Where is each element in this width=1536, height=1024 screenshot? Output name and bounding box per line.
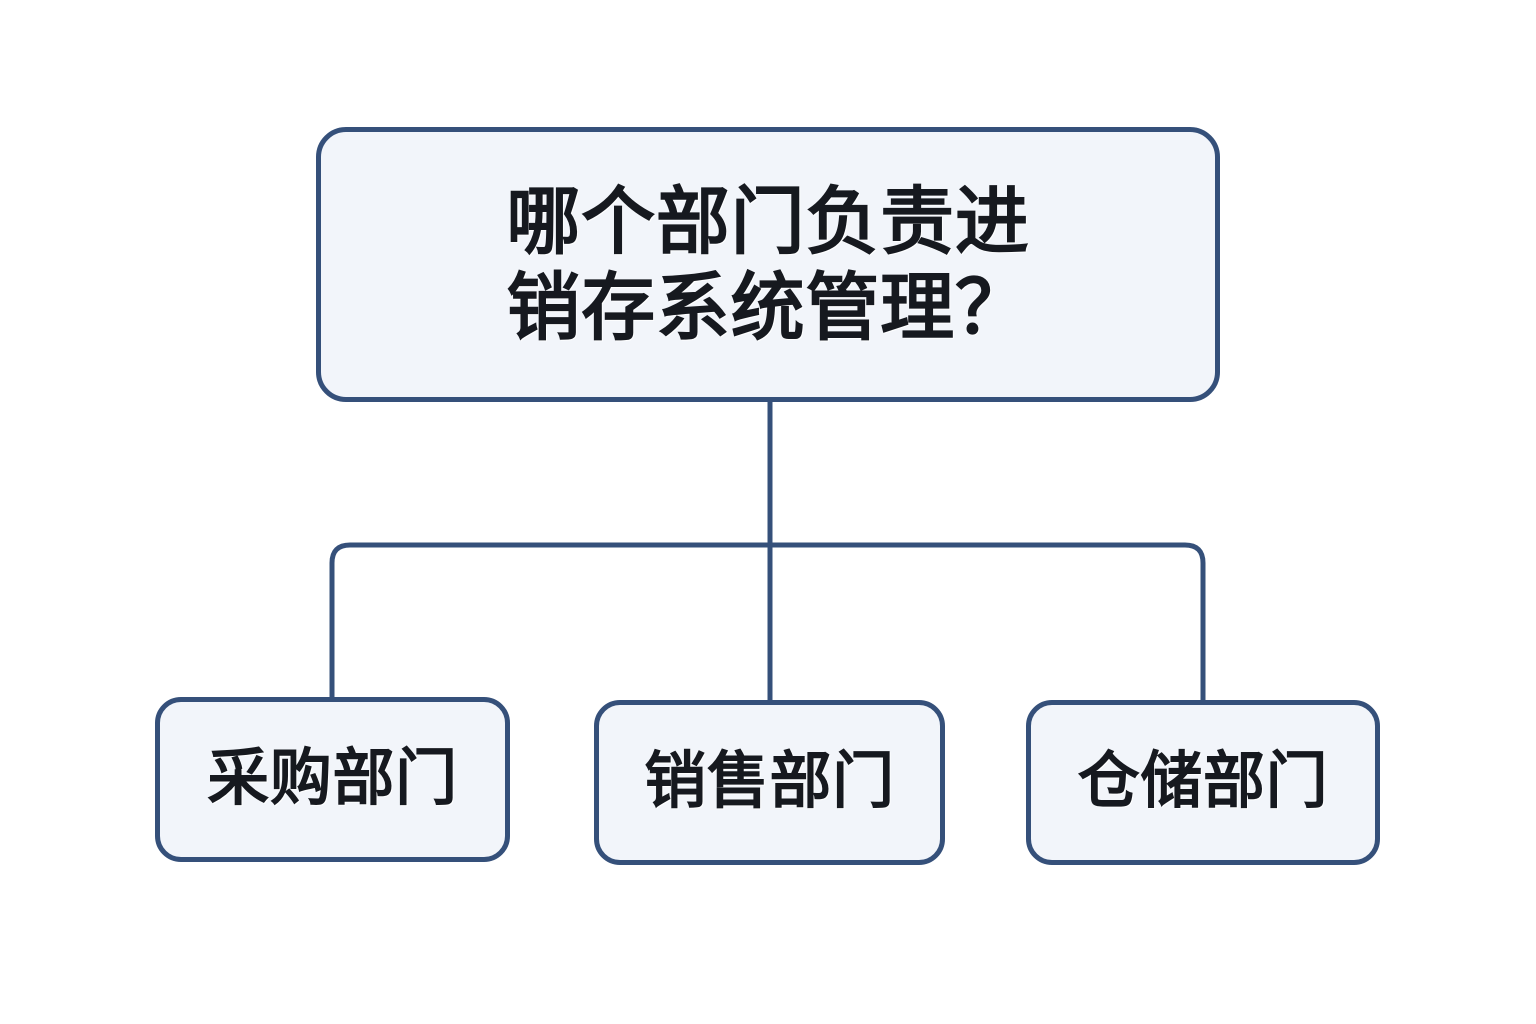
leaf-label-warehouse: 仓储部门 (1077, 747, 1329, 817)
root-question-label: 哪个部门负责进 销存系统管理？ (506, 179, 1030, 349)
leaf-node-purchasing[interactable]: 采购部门 (155, 697, 510, 862)
leaf-node-warehouse[interactable]: 仓储部门 (1026, 700, 1380, 865)
leaf-label-purchasing: 采购部门 (207, 744, 458, 814)
connector-bus-left (329, 542, 770, 699)
root-question-node[interactable]: 哪个部门负责进 销存系统管理？ (316, 127, 1220, 402)
connector-bus-right (770, 542, 1206, 701)
leaf-node-sales[interactable]: 销售部门 (594, 700, 945, 865)
leaf-label-sales: 销售部门 (644, 747, 895, 817)
